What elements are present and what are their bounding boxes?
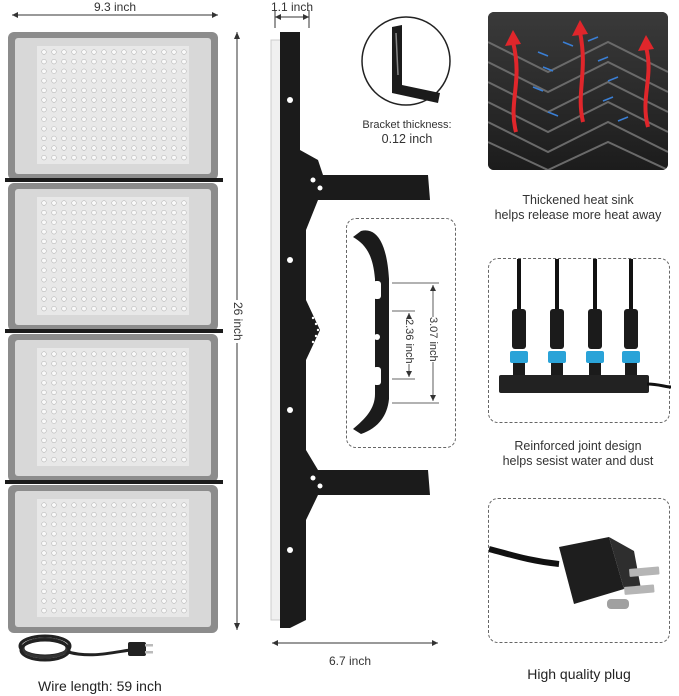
height-label: 26 inch [231,300,245,343]
heat-sink-image [488,12,668,170]
wire-length-label: Wire length: 59 inch [38,678,162,694]
light-panel [8,32,218,180]
bracket-side-view [268,30,448,630]
depth-arrow [272,0,312,30]
heat-sink-caption-1: Thickened heat sink [522,193,634,207]
plug-caption: High quality plug [527,666,631,682]
light-panel [8,183,218,331]
bracket-thickness-value: 0.12 inch [381,132,433,146]
bracket-span-arrow [270,635,440,651]
light-panel [8,334,218,482]
joint-design-image [488,258,671,423]
hole-outer-label: 3.07 inch [427,317,439,362]
width-arrow [12,12,218,18]
heat-sink-caption-2: helps release more heat away [494,208,662,222]
depth-label: 1.1 inch [270,0,314,14]
plug-image [488,498,670,643]
light-panel [8,485,218,633]
bracket-thickness-detail [360,15,452,107]
joint-caption-2: helps sesist water and dust [502,454,654,468]
flood-light-illustration [5,32,223,633]
bracket-thickness-label: Bracket thickness: [362,119,452,131]
hole-inner-label: 2.36 inch [403,319,415,364]
bracket-hole-detail: 3.07 inch 2.36 inch [346,218,456,448]
power-cord-coil [10,628,160,668]
width-label: 9.3 inch [80,0,150,14]
bracket-span-label: 6.7 inch [328,654,372,668]
flood-light-fixture [5,30,223,635]
joint-caption-1: Reinforced joint design [514,439,642,453]
light-dimension-width [10,0,220,20]
